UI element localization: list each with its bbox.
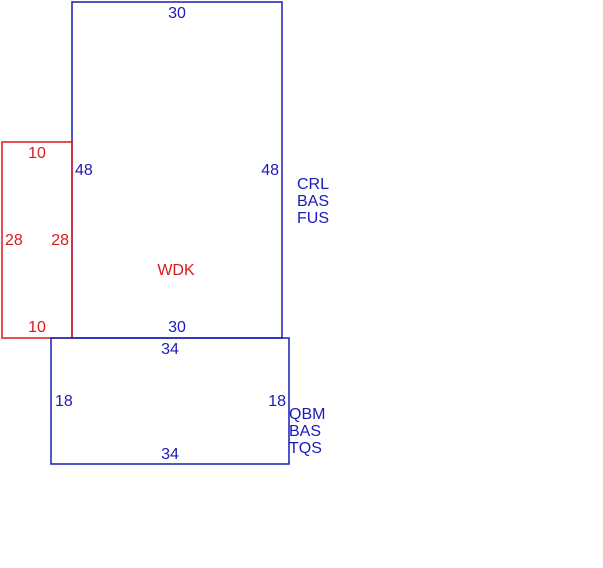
large-block-bottom-dimension: 30 xyxy=(168,319,186,336)
lower-block-bottom-dimension: 34 xyxy=(161,446,179,463)
small-block-left-dimension: 28 xyxy=(5,232,23,249)
large-block-label-2: BAS xyxy=(297,193,329,210)
large-block-outline xyxy=(71,1,283,339)
large-block-top-dimension: 30 xyxy=(168,5,186,22)
large-block-left-dimension: 48 xyxy=(75,162,93,179)
large-block-right-dimension: 48 xyxy=(261,162,279,179)
lower-block-right-dimension: 18 xyxy=(268,393,286,410)
large-block-label-3: FUS xyxy=(297,210,329,227)
small-block-label: WDK xyxy=(157,262,195,279)
small-block-outline xyxy=(1,141,73,339)
small-block-bottom-dimension: 10 xyxy=(28,319,46,336)
small-block-right-dimension: 28 xyxy=(51,232,69,249)
lower-block-label-1: QBM xyxy=(289,406,325,423)
lower-block-top-dimension: 34 xyxy=(161,341,179,358)
small-block-top-dimension: 10 xyxy=(28,145,46,162)
lower-block-outline xyxy=(50,337,290,465)
large-block-label-1: CRL xyxy=(297,176,329,193)
lower-block-left-dimension: 18 xyxy=(55,393,73,410)
lower-block-label-2: BAS xyxy=(289,423,321,440)
lower-block-label-3: TQS xyxy=(289,440,322,457)
